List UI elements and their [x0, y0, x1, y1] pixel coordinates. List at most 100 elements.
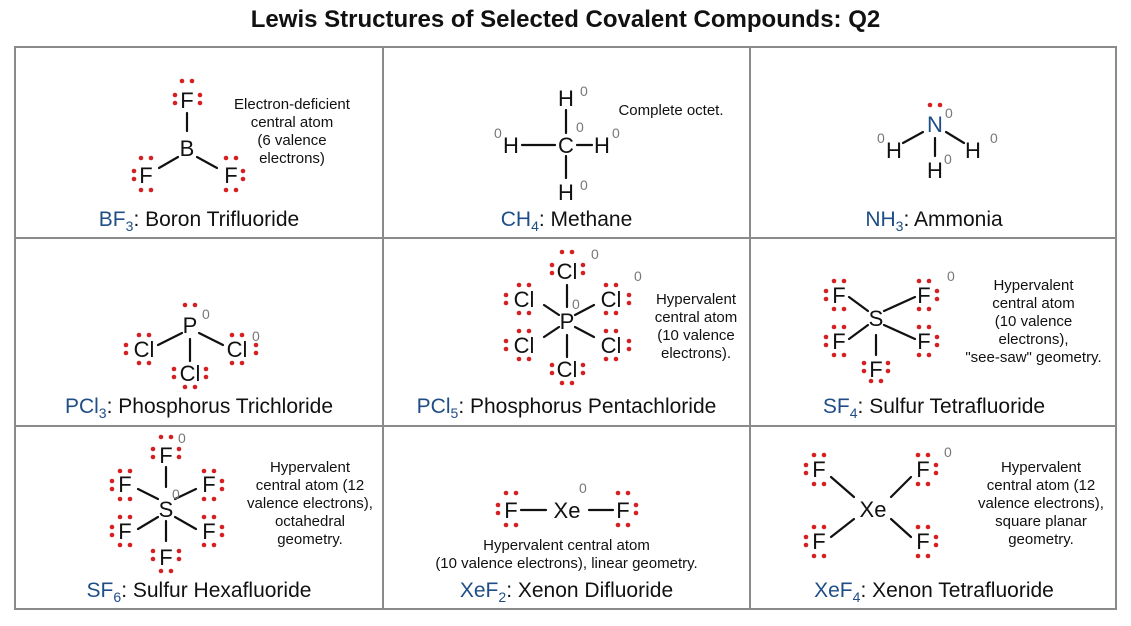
- svg-text:0: 0: [591, 246, 599, 262]
- compound-caption: PCl5: Phosphorus Pentachloride: [384, 395, 749, 421]
- svg-text:0: 0: [944, 444, 952, 460]
- atom-f: F: [869, 357, 882, 382]
- description: Complete octet.: [606, 102, 736, 120]
- atom-f: F: [202, 519, 215, 544]
- atom-h: H: [558, 86, 574, 111]
- description-line: geometry.: [1008, 531, 1074, 548]
- sf6-structure: F S F F F F F: [109, 430, 225, 574]
- sf4-structure: S F F F F F: [823, 268, 955, 384]
- atom-cl: Cl: [514, 333, 535, 358]
- description-line: valence electrons),: [247, 495, 373, 512]
- description-line: central atom (12: [986, 477, 1096, 494]
- formula: XeF2: [459, 579, 507, 606]
- cell-xef4: Xe F F F F 0 Hypervalen: [751, 427, 1117, 610]
- formula: PCl3: [64, 395, 107, 422]
- page-title: Lewis Structures of Selected Covalent Co…: [250, 6, 881, 33]
- compound-name: : Boron Trifluoride: [133, 208, 300, 231]
- cell-sf6: F S F F F F F: [16, 427, 382, 610]
- cell-xef2: F Xe F 0 Hypervalent central atom(10 val…: [384, 427, 749, 610]
- formal-charges: 0: [579, 480, 587, 496]
- description-line: Hypervalent central atom: [483, 537, 650, 554]
- atom-f: F: [832, 283, 845, 308]
- atom-f: F: [180, 88, 193, 113]
- atom-f: F: [916, 457, 929, 482]
- svg-text:0: 0: [947, 268, 955, 284]
- atom-cl: Cl: [134, 337, 155, 362]
- svg-text:0: 0: [178, 430, 186, 446]
- atom-cl: Cl: [601, 287, 622, 312]
- nh3-structure: N H H H 0 0 0 0: [877, 102, 998, 183]
- svg-text:0: 0: [877, 130, 885, 146]
- atom-h: H: [594, 133, 610, 158]
- svg-text:0: 0: [579, 480, 587, 496]
- cell-pcl3: P Cl Cl Cl 0 0 PCl3: Phosphorus: [16, 239, 382, 425]
- atom-n: N: [927, 112, 943, 137]
- compound-caption: CH4: Methane: [384, 208, 749, 234]
- atom-f: F: [916, 529, 929, 554]
- svg-text:0: 0: [252, 328, 260, 344]
- formal-charges: 0 0 0 0: [877, 105, 998, 167]
- atom-f: F: [812, 529, 825, 554]
- description-line: geometry.: [277, 531, 343, 548]
- formula: XeF4: [814, 579, 861, 606]
- atom-c: C: [558, 133, 574, 158]
- description-line: (10 valence: [657, 327, 735, 344]
- description-line: Hypervalent: [1000, 459, 1082, 476]
- formal-charges: 0: [944, 444, 952, 460]
- atom-b: B: [180, 136, 195, 161]
- atom-s: S: [869, 306, 884, 331]
- compound-name: : Phosphorus Trichloride: [106, 395, 334, 418]
- formal-charges: 0: [947, 268, 955, 284]
- compound-name: : Sulfur Tetrafluoride: [857, 395, 1046, 418]
- svg-text:0: 0: [580, 83, 588, 99]
- lone-pairs: [803, 452, 939, 559]
- atom-cl: Cl: [227, 337, 248, 362]
- formula: SF4: [822, 395, 858, 422]
- svg-text:0: 0: [634, 268, 642, 284]
- description-line: central atom: [250, 114, 334, 131]
- description-line: Electron-deficient: [234, 96, 350, 113]
- description-line: electrons).: [660, 345, 732, 362]
- atom-cl: Cl: [557, 357, 578, 382]
- description-line: valence electrons),: [978, 495, 1104, 512]
- pcl5-structure: Cl P Cl Cl Cl Cl Cl: [503, 246, 642, 386]
- compound-name: : Xenon Difluoride: [506, 579, 674, 602]
- description-line: (10 valence electrons), linear geometry.: [435, 555, 698, 572]
- atom-f: F: [224, 163, 237, 188]
- compound-caption: SF6: Sulfur Hexafluoride: [16, 579, 382, 605]
- atom-f: F: [832, 329, 845, 354]
- atom-cl: Cl: [180, 361, 201, 386]
- cell-nh3: N H H H 0 0 0 0 NH3: Ammonia: [751, 48, 1117, 237]
- formula: CH4: [500, 208, 539, 235]
- atom-h: H: [558, 180, 574, 205]
- svg-text:0: 0: [202, 306, 210, 322]
- atom-xe: Xe: [860, 497, 887, 522]
- formula: BF3: [98, 208, 134, 235]
- cell-pcl5: Cl P Cl Cl Cl Cl Cl: [384, 239, 749, 425]
- xef4-structure: Xe F F F F 0: [803, 444, 952, 559]
- lone-pairs: [495, 490, 639, 528]
- atom-f: F: [812, 457, 825, 482]
- lone-pairs: [109, 434, 225, 574]
- description-line: Hypervalent: [269, 459, 351, 476]
- description-line: Complete octet.: [618, 102, 724, 119]
- description-line: Hypervalent: [993, 277, 1074, 294]
- atom-h: H: [503, 133, 519, 158]
- formal-charges: 0 0: [202, 306, 260, 344]
- bf3-structure: F B F F: [131, 78, 246, 193]
- lone-pairs: [131, 78, 246, 193]
- compound-caption: BF3: Boron Trifluoride: [16, 208, 382, 234]
- cell-ch4: H C H H H 0 0 0 0 0 Complete octet. CH4:…: [384, 48, 749, 237]
- svg-text:0: 0: [572, 296, 580, 312]
- grid-divider: [16, 237, 1115, 239]
- ch4-structure: H C H H H 0 0 0 0 0: [494, 83, 620, 205]
- description: Hypervalent central atom(10 valence elec…: [404, 537, 729, 573]
- lone-pairs: [927, 102, 943, 108]
- description-line: square planar: [995, 513, 1087, 530]
- compound-caption: XeF4: Xenon Tetrafluoride: [751, 579, 1117, 605]
- atom-cl: Cl: [557, 259, 578, 284]
- atom-f: F: [917, 329, 930, 354]
